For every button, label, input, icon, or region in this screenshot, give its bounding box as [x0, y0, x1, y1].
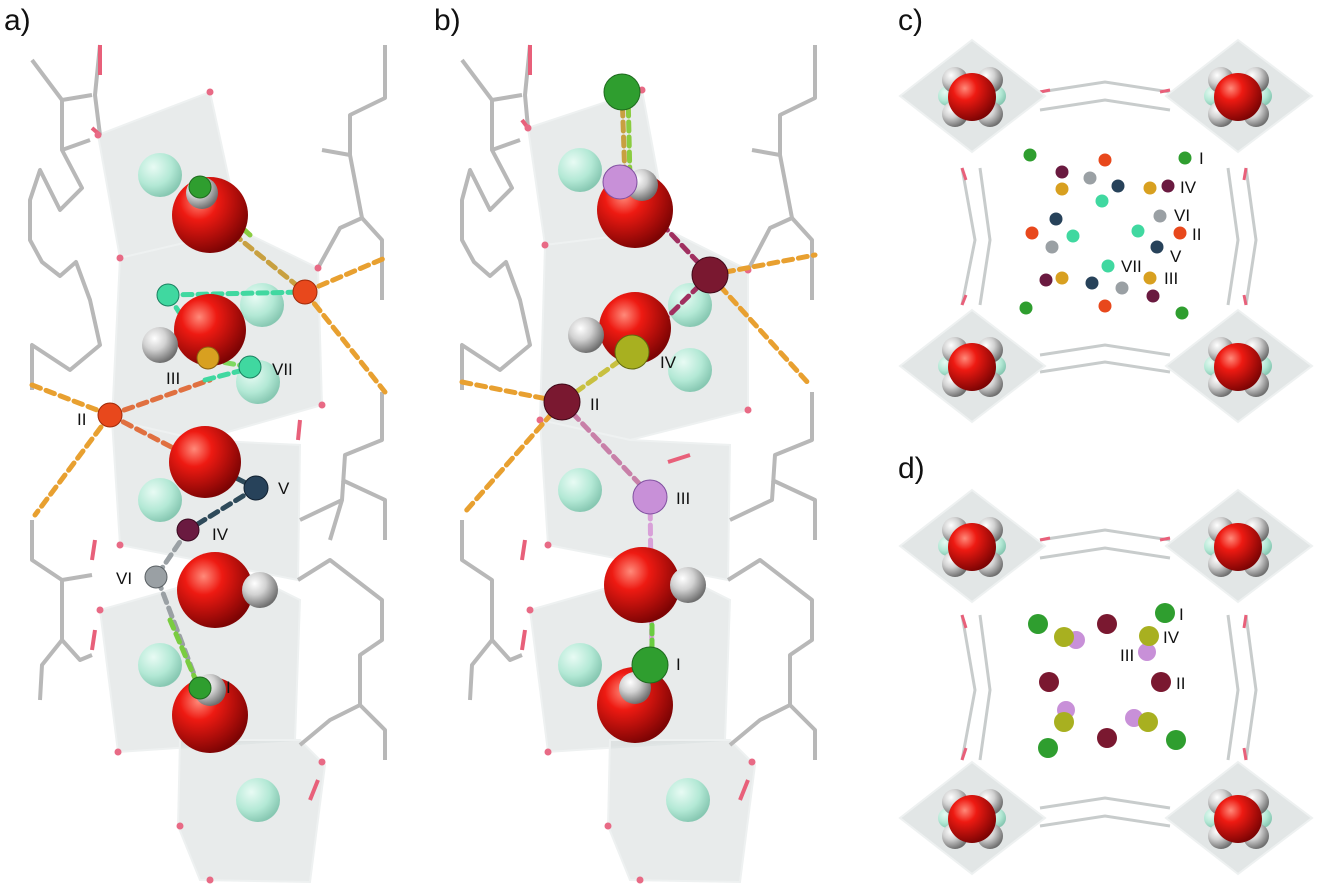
site-b-I-atom-2 — [631, 646, 669, 684]
panel-c: c) — [898, 4, 1314, 424]
site-label-c-IV: IV — [1180, 178, 1197, 197]
pore-frame-c-pink — [960, 88, 1248, 306]
site-label-a-III: III — [166, 369, 180, 388]
guest-sites-b — [543, 73, 729, 684]
node-c-tl — [898, 38, 1047, 154]
site-label-a-I: I — [226, 678, 231, 697]
site-label-d-IV: IV — [1163, 628, 1180, 647]
linker-oxygens-a — [90, 45, 320, 801]
panel-label-d: d) — [898, 452, 925, 485]
node-d-tl — [898, 488, 1047, 604]
site-label-d-II: II — [1176, 674, 1185, 693]
panel-label-b: b) — [434, 4, 461, 37]
guest-sites-a — [97, 175, 318, 700]
site-a-VII-atom-2 — [238, 355, 262, 379]
site-label-c-V: V — [1170, 247, 1182, 266]
polyhedra-b-cations — [558, 148, 712, 822]
pore-frame-c — [960, 80, 1258, 374]
waters-b — [568, 169, 706, 743]
node-d-bl — [898, 760, 1047, 876]
panel-b: b) — [434, 4, 818, 884]
site-a-VII-atom — [156, 283, 180, 307]
site-a-I-atom — [188, 175, 212, 199]
site-b-II-atom-2 — [543, 383, 581, 421]
node-c-tr — [1164, 38, 1314, 154]
site-labels-d: I II III IV — [1120, 605, 1185, 693]
site-label-c-VI: VI — [1174, 206, 1190, 225]
site-a-VI-atom — [144, 565, 168, 589]
site-a-III-atom — [196, 346, 220, 370]
pore-frame-d — [960, 528, 1258, 828]
site-labels-c: I II III IV V VI VII — [1121, 149, 1204, 288]
framework-a-nodes — [94, 88, 326, 884]
node-d-tr — [1164, 488, 1314, 604]
site-a-I-atom-2 — [188, 676, 212, 700]
site-label-a-VI: VI — [116, 569, 132, 588]
site-labels-b: I II III IV — [590, 353, 690, 674]
site-b-III-atom-2 — [632, 479, 668, 515]
panel-label-a: a) — [4, 4, 31, 37]
panel-a: a) — [4, 4, 388, 884]
site-label-a-V: V — [278, 479, 290, 498]
site-label-a-VII: VII — [272, 360, 293, 379]
site-b-IV-atom — [614, 334, 650, 370]
site-label-a-II: II — [77, 410, 86, 429]
site-label-b-I: I — [676, 655, 681, 674]
site-label-c-VII: VII — [1121, 257, 1142, 276]
site-label-b-IV: IV — [660, 353, 677, 372]
site-label-b-II: II — [590, 395, 599, 414]
hbonds-a — [29, 187, 388, 693]
site-label-c-I: I — [1199, 149, 1204, 168]
linker-oxygens-b — [520, 45, 750, 801]
site-label-a-IV: IV — [212, 525, 229, 544]
site-a-IV-atom — [176, 518, 200, 542]
site-label-d-III: III — [1120, 646, 1134, 665]
site-a-II-atom-2 — [97, 402, 123, 428]
panel-label-c: c) — [898, 4, 923, 37]
pore-sites-d — [1028, 603, 1186, 758]
site-b-III-atom — [602, 164, 638, 200]
site-label-c-II: II — [1192, 225, 1201, 244]
pore-sites-c — [1019, 148, 1192, 320]
panel-d: d) — [898, 452, 1314, 876]
site-label-c-III: III — [1164, 269, 1178, 288]
node-d-br — [1164, 760, 1314, 876]
site-label-b-III: III — [676, 489, 690, 508]
site-a-V-atom — [243, 475, 269, 501]
site-a-II-atom — [292, 279, 318, 305]
linkers-b — [460, 44, 817, 760]
node-c-br — [1164, 308, 1314, 424]
site-label-d-I: I — [1179, 605, 1184, 624]
polyhedra-a-cations — [138, 153, 284, 822]
pore-frame-d-pink — [960, 536, 1248, 761]
framework-a — [28, 44, 387, 884]
site-b-I-atom — [603, 73, 641, 111]
node-c-bl — [898, 308, 1047, 424]
site-labels-a: I II III IV V VI VII — [77, 360, 293, 697]
site-b-II-atom — [691, 256, 729, 294]
